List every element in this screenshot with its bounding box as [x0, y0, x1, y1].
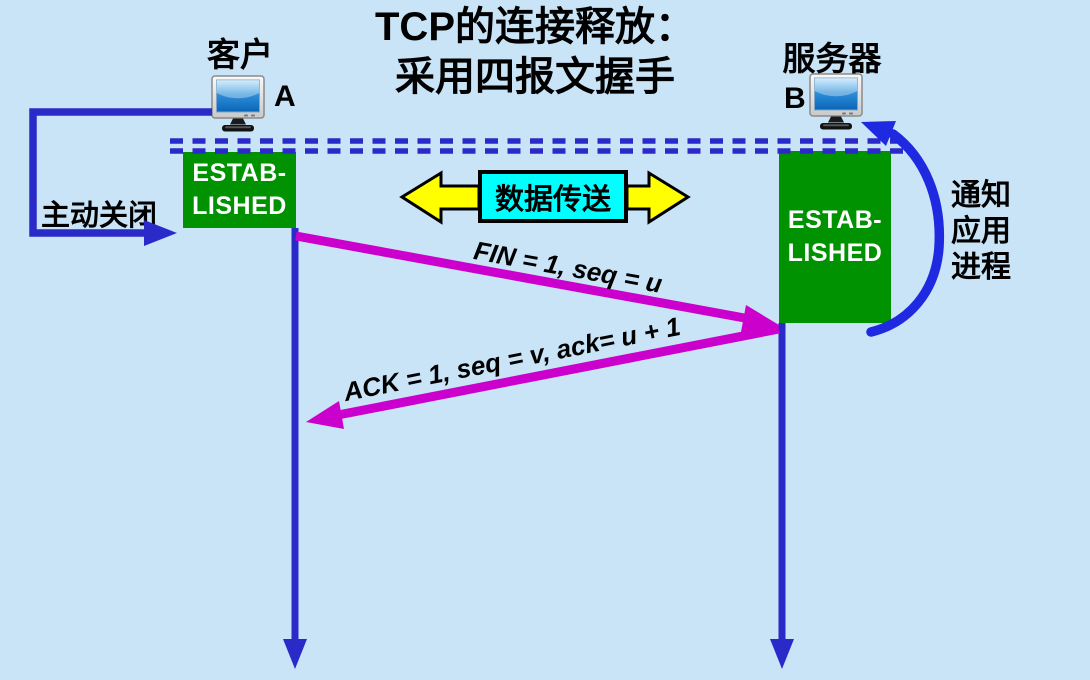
data-transfer-left-arrow: [399, 170, 481, 225]
page-title: TCP的连接释放： 采用四报文握手: [285, 2, 785, 102]
notify-process-label: 通知 应用 进程: [944, 178, 1018, 286]
fin-message-label: FIN = 1, seq = u: [471, 235, 665, 299]
notify-line3: 进程: [951, 251, 1011, 284]
server-state-box: ESTAB- LISHED: [779, 151, 891, 323]
ack-message-label: ACK = 1, seq = v, ack= u + 1: [340, 311, 683, 407]
client-state-box: ESTAB- LISHED: [183, 152, 296, 228]
page-title-line2: 采用四报文握手: [395, 55, 675, 99]
client-timeline-arrow: [283, 228, 307, 669]
data-transfer-box: 数据传送: [478, 170, 628, 223]
notify-line2: 应用: [951, 215, 1011, 248]
timeline-boundary-dashes: [170, 138, 905, 154]
notify-line1: 通知: [951, 179, 1011, 212]
client-state-line1: ESTAB-: [192, 159, 287, 187]
data-transfer-right-arrow: [625, 170, 691, 225]
server-role-label: 服务器: [782, 40, 882, 77]
computer-icon-server: [809, 73, 863, 131]
client-state-line2: LISHED: [192, 192, 287, 220]
data-transfer-label: 数据传送: [494, 183, 611, 216]
server-state-line2: LISHED: [787, 239, 883, 267]
active-close-label: 主动关闭: [41, 200, 158, 232]
computer-icon-client: [211, 75, 265, 133]
page-title-line1: TCP的连接释放：: [375, 5, 695, 49]
server-state-line1: ESTAB-: [787, 206, 883, 234]
client-role-label: 客户: [207, 36, 273, 73]
server-timeline-arrow: [770, 323, 794, 669]
client-host-label: A: [274, 80, 296, 113]
server-host-label: B: [784, 82, 806, 115]
